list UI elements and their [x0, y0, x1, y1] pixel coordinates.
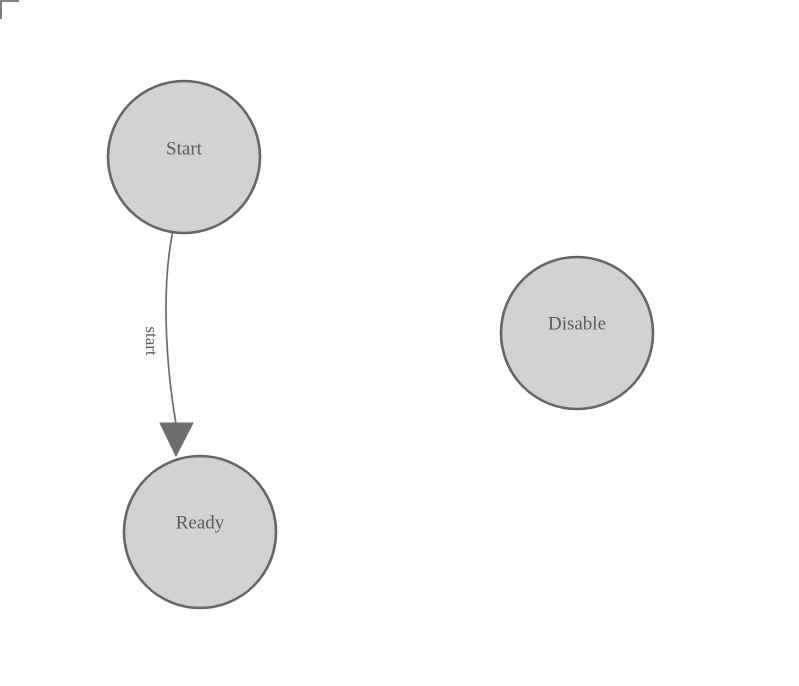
- transition-label: start: [142, 326, 161, 356]
- corner-mark-path: [0, 0, 19, 19]
- state-node-label: Disable: [548, 313, 606, 334]
- canvas-corner-mark: [0, 0, 19, 19]
- state-node-shape[interactable]: [499, 255, 655, 411]
- state-node-label: Ready: [176, 512, 225, 533]
- state-node-ready[interactable]: Ready: [122, 454, 278, 610]
- state-node-label: Start: [166, 138, 203, 159]
- transition-start-to-ready[interactable]: start: [142, 232, 194, 458]
- state-node-disable[interactable]: Disable: [499, 255, 655, 411]
- state-node-shape[interactable]: [122, 454, 278, 610]
- state-node-shape[interactable]: [106, 79, 262, 235]
- transition-path[interactable]: [165, 232, 177, 425]
- state-node-start[interactable]: Start: [106, 79, 262, 235]
- arrowhead-icon: [159, 422, 194, 458]
